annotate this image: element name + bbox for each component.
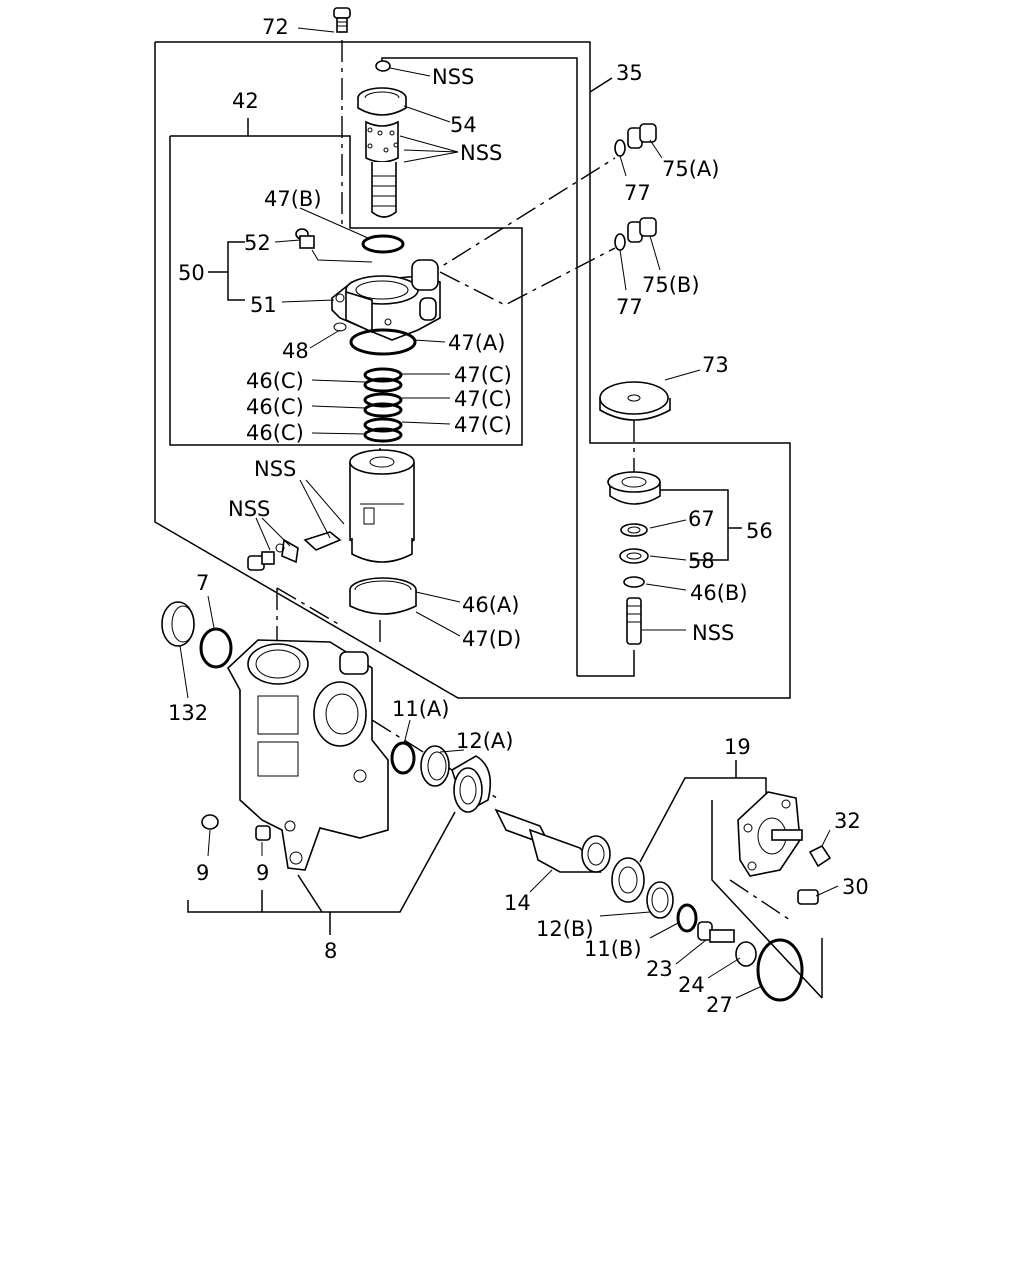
label-23: 23 — [646, 957, 673, 981]
label-47c-3: 47(C) — [454, 413, 512, 437]
label-56: 56 — [746, 519, 773, 543]
label-12a: 12(A) — [456, 729, 513, 753]
seal-rings-46c-47c — [363, 367, 403, 443]
label-77-lower: 77 — [616, 295, 643, 319]
assembly-boundary-lines — [154, 41, 823, 999]
label-nss-stud: NSS — [692, 621, 734, 645]
o-ring-47b — [361, 234, 405, 254]
label-30: 30 — [842, 875, 869, 899]
fitting-75b — [614, 217, 657, 251]
label-73: 73 — [702, 353, 729, 377]
label-12b: 12(B) — [536, 917, 594, 941]
label-67: 67 — [688, 507, 715, 531]
cover-73 — [599, 381, 671, 421]
power-piston — [349, 449, 415, 563]
leader-lines — [179, 27, 839, 999]
label-46a: 46(A) — [462, 593, 519, 617]
label-19: 19 — [724, 735, 751, 759]
label-42: 42 — [232, 89, 259, 113]
part-labels: 72 NSS 35 42 54 NSS 75(A) 77 47(B) 52 50… — [168, 15, 869, 1017]
bolt-52 — [295, 228, 315, 249]
label-50: 50 — [178, 261, 205, 285]
screw-72 — [333, 7, 351, 33]
o-ring-48 — [333, 322, 347, 332]
label-46c-2: 46(C) — [246, 395, 304, 419]
label-75a: 75(A) — [662, 157, 719, 181]
label-11b: 11(B) — [584, 937, 642, 961]
label-77-upper: 77 — [624, 181, 651, 205]
label-9-right: 9 — [256, 861, 269, 885]
label-24: 24 — [678, 973, 705, 997]
label-47a: 47(A) — [448, 331, 505, 355]
label-52: 52 — [244, 231, 271, 255]
label-132: 132 — [168, 701, 208, 725]
side-cover-19 — [737, 791, 832, 905]
label-75b: 75(B) — [642, 273, 700, 297]
seal-132-7 — [161, 601, 233, 669]
label-46c-3: 46(C) — [246, 421, 304, 445]
ball-guide-and-screw — [247, 531, 342, 571]
label-54: 54 — [450, 113, 477, 137]
label-8: 8 — [324, 939, 337, 963]
label-nss-valve: NSS — [460, 141, 502, 165]
label-7: 7 — [196, 571, 209, 595]
gear-housing-8 — [227, 639, 389, 871]
o-ring-47a — [349, 328, 417, 356]
bearing-12b-11b — [611, 857, 698, 933]
label-48: 48 — [282, 339, 309, 363]
label-27: 27 — [706, 993, 733, 1017]
label-47d: 47(D) — [462, 627, 521, 651]
control-valve-54 — [357, 60, 407, 218]
label-nss-screw: NSS — [228, 497, 270, 521]
label-nss-top: NSS — [432, 65, 474, 89]
label-14: 14 — [504, 891, 531, 915]
label-32: 32 — [834, 809, 861, 833]
label-46c-1: 46(C) — [246, 369, 304, 393]
label-47c-1: 47(C) — [454, 363, 512, 387]
label-58: 58 — [688, 549, 715, 573]
plugs-9 — [201, 814, 271, 841]
seal-46a-47d — [349, 577, 417, 615]
fitting-75a — [614, 123, 657, 157]
screw-23-nut-24-oring-27 — [697, 921, 804, 1002]
label-nss-housing: NSS — [254, 457, 296, 481]
sector-shaft-14 — [494, 808, 611, 873]
valve-housing-51 — [331, 259, 441, 341]
label-35: 35 — [616, 61, 643, 85]
adjuster-56 — [607, 471, 661, 645]
seals-11a-12a-bearing — [390, 741, 492, 814]
label-46b: 46(B) — [690, 581, 748, 605]
label-47c-2: 47(C) — [454, 387, 512, 411]
label-51: 51 — [250, 293, 277, 317]
label-9-left: 9 — [196, 861, 209, 885]
label-11a: 11(A) — [392, 697, 449, 721]
label-72: 72 — [262, 15, 289, 39]
label-47b: 47(B) — [264, 187, 322, 211]
